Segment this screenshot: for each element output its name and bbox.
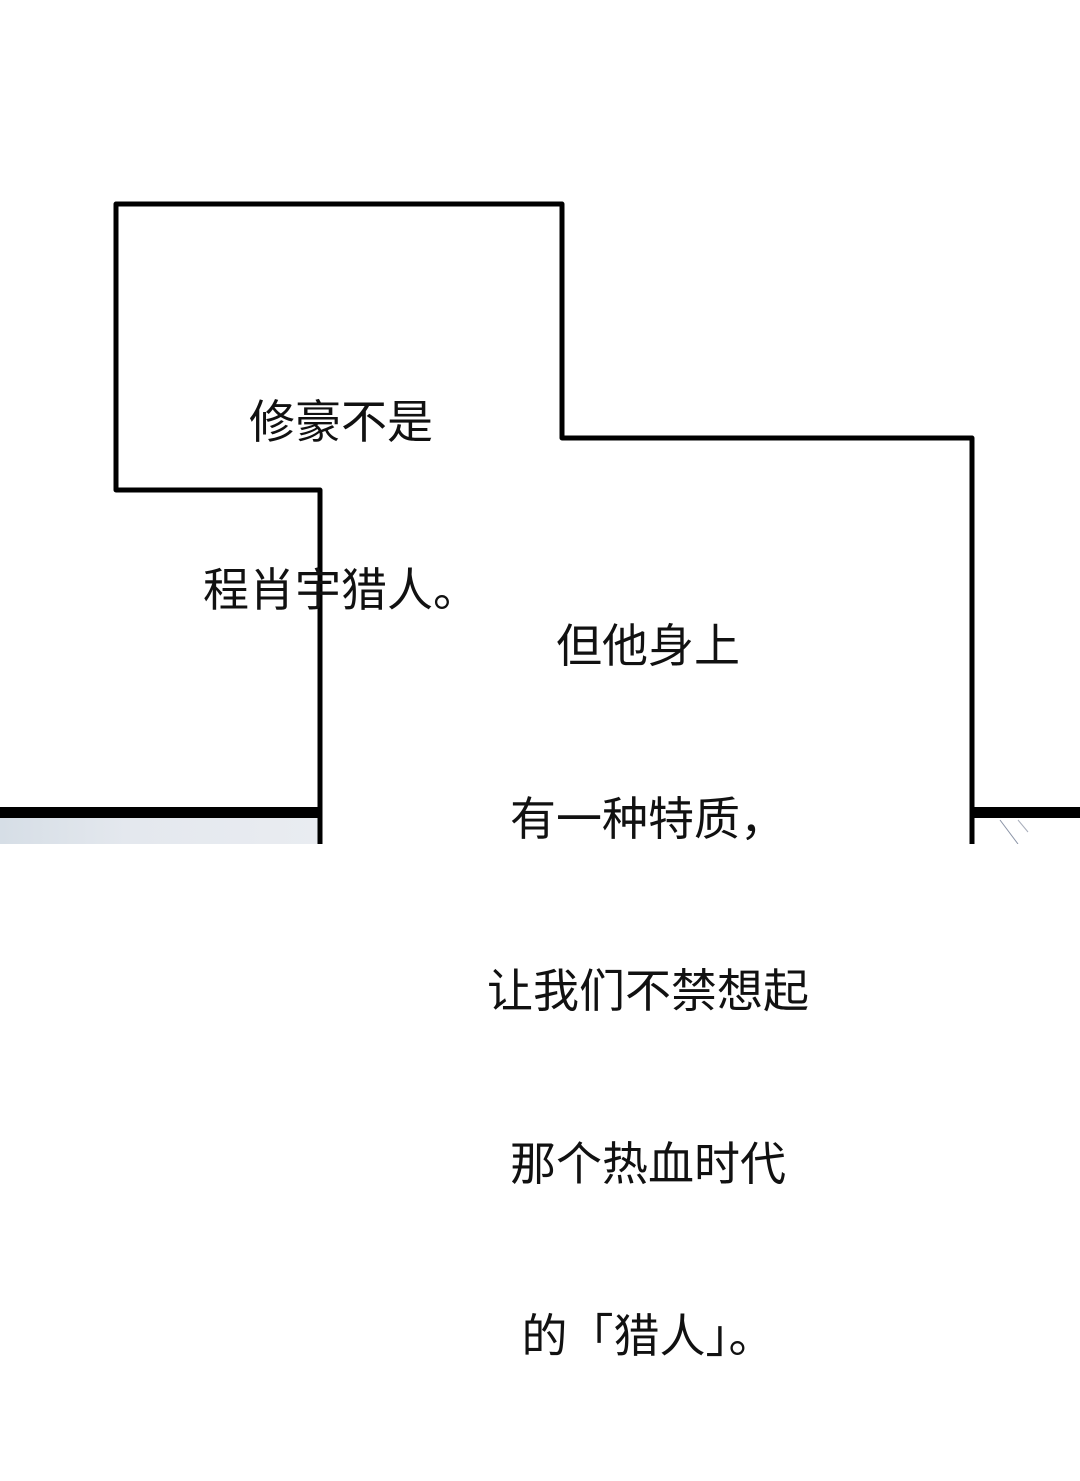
- caption-2-line-1: 但他身上: [556, 619, 740, 673]
- caption-1-line-2: 程肖宇猎人。: [203, 563, 479, 617]
- caption-text-1: 修豪不是 程肖宇猎人。: [118, 282, 564, 730]
- caption-text-2: 但他身上 有一种特质， 让我们不禁想起 那个热血时代 的「猎人」。: [322, 503, 974, 1481]
- next-panel-artwork-left: [0, 818, 318, 844]
- next-panel-artwork-right: [978, 818, 1080, 845]
- caption-2-line-3: 让我们不禁想起: [487, 964, 809, 1018]
- speed-lines-icon: [999, 819, 1029, 845]
- comic-panel: 修豪不是 程肖宇猎人。 但他身上 有一种特质， 让我们不禁想起 那个热血时代 的…: [0, 201, 1080, 1363]
- caption-2-line-4: 那个热血时代: [510, 1136, 786, 1191]
- caption-box-outline: [0, 201, 1080, 844]
- caption-2-line-5: 的「猎人」。: [521, 1309, 775, 1363]
- caption-2-line-2: 有一种特质，: [510, 791, 786, 846]
- caption-1-line-1: 修豪不是: [249, 395, 433, 449]
